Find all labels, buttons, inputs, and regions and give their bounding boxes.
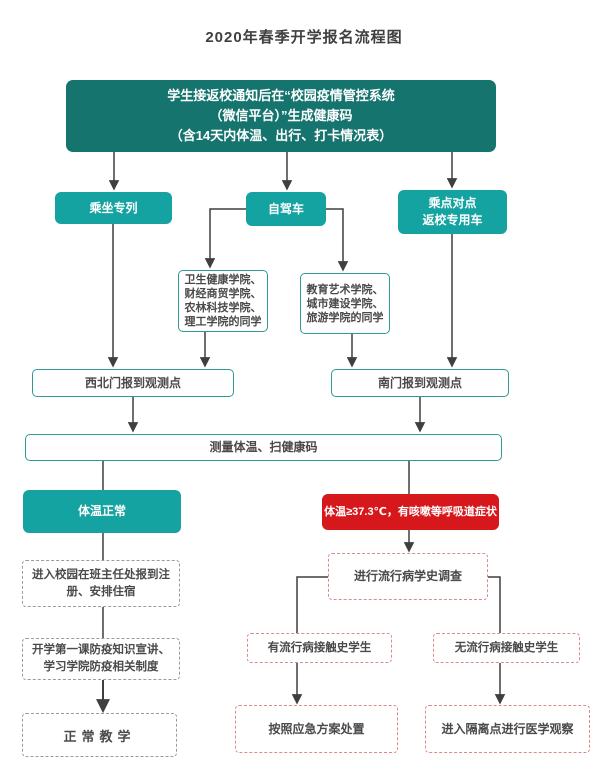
register-line-2: 册、安排住宿 [66,585,136,598]
node-medical-observation: 进入隔离点进行医学观察 [425,705,590,753]
node-first-class-education: 开学第一课防疫知识宣讲、 学习学院防疫相关制度 [22,638,180,680]
first-class-line-2: 学习学院防疫相关制度 [43,661,159,673]
college-left-line-4: 理工学院的同学 [184,316,262,328]
start-line-2: （微信平台）”生成健康码 [209,107,353,123]
node-normal-temperature: 体温正常 [23,490,181,533]
node-normal-teaching: 正常教学 [22,713,177,757]
node-self-drive: 自驾车 [246,192,326,226]
node-no-contact-history: 无流行病接触史学生 [433,633,580,663]
node-northwest-gate-checkpoint: 西北门报到观测点 [32,369,234,397]
start-line-1: 学生接返校通知后在“校园疫情管控系统 [167,87,395,103]
start-line-3: （含14天内体温、出行、打卡情况表） [169,128,393,144]
college-left-line-1: 卫生健康学院、 [184,274,262,286]
college-right-line-1: 教育艺术学院、 [306,283,384,296]
node-college-group-right: 教育艺术学院、 城市建设学院、 旅游学院的同学 [300,273,390,334]
node-college-group-left: 卫生健康学院、 财经商贸学院、 农林科技学院、 理工学院的同学 [178,270,268,332]
node-has-contact-history: 有流行病接触史学生 [247,633,392,663]
node-special-train: 乘坐专列 [55,192,172,224]
first-class-line-1: 开学第一课防疫知识宣讲、 [32,644,170,657]
node-south-gate-checkpoint: 南门报到观测点 [331,369,509,397]
node-register-dorm: 进入校园在班主任处报到注 册、安排住宿 [22,560,180,607]
college-left-line-2: 财经商贸学院、 [184,288,262,300]
node-start: 学生接返校通知后在“校园疫情管控系统 （微信平台）”生成健康码 （含14天内体温… [66,80,496,152]
point-to-point-line-2: 返校专用车 [422,213,483,227]
college-right-line-2: 城市建设学院、 [306,297,384,310]
node-point-to-point-bus: 乘点对点 返校专用车 [398,190,507,234]
flowchart-title: 2020年春季开学报名流程图 [205,29,403,46]
college-right-line-3: 旅游学院的同学 [306,311,384,324]
register-line-1: 进入校园在班主任处报到注 [32,568,170,581]
node-emergency-plan: 按照应急方案处置 [235,705,398,753]
point-to-point-line-1: 乘点对点 [428,196,477,211]
node-fever-symptoms: 体温≥37.3℃，有咳嗽等呼吸道症状 [322,494,499,530]
college-left-line-3: 农林科技学院、 [184,302,262,314]
node-measure-temperature: 测量体温、扫健康码 [25,434,502,461]
node-epidemiology-survey: 进行流行病学史调查 [328,553,488,600]
